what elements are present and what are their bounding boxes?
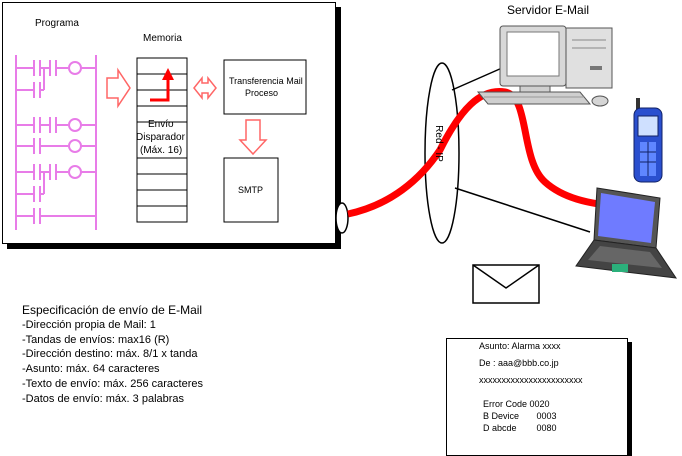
spec-item: -Dirección destino: máx. 8/1 x tanda	[22, 348, 198, 361]
trigger-label-line3: (Máx. 16)	[140, 145, 183, 156]
memory-transfer-double-arrow	[193, 75, 217, 101]
network-port-icon	[335, 202, 349, 234]
mail-data-line: Error Code 0020	[483, 399, 550, 409]
mail-subject: Asunto: Alarma xxxx	[479, 341, 561, 351]
memory-label: Memoria	[143, 33, 182, 44]
email-spec-block: Especificación de envío de E-Mail -Direc…	[22, 303, 203, 407]
transfer-to-smtp-arrow	[238, 119, 268, 156]
mail-data-line: B Device 0003	[483, 411, 557, 421]
spec-item: -Texto de envío: máx. 256 caracteres	[22, 377, 203, 390]
program-label: Programa	[35, 18, 79, 29]
spec-title: Especificación de envío de E-Mail	[22, 303, 203, 317]
spec-item: -Dirección propia de Mail: 1	[22, 318, 156, 331]
transfer-label-line1: Transferencia Mail	[229, 76, 303, 86]
network-label: Red - IP	[432, 125, 444, 162]
ip-network-ellipse	[424, 62, 460, 244]
spec-item: -Tandas de envíos: max16 (R)	[22, 333, 170, 346]
transfer-process-box	[223, 59, 307, 115]
trigger-label-line2: Disparador	[136, 132, 185, 143]
server-label: Servidor E-Mail	[507, 3, 590, 17]
program-to-memory-arrow	[106, 67, 131, 109]
mail-from: De : aaa@bbb.co.jp	[479, 358, 559, 368]
trigger-label-line1: Envío	[148, 119, 174, 130]
server-link-line	[451, 67, 503, 91]
mail-flow-red-arrow	[347, 88, 623, 218]
spec-item: -Asunto: máx. 64 caracteres	[22, 363, 160, 376]
mail-data-line: D abcde 0080	[483, 423, 557, 433]
mail-body-line: xxxxxxxxxxxxxxxxxxxxxxx	[479, 375, 583, 385]
memory-stack	[136, 57, 188, 223]
envelope-icon	[472, 264, 540, 304]
transfer-label-line2: Proceso	[245, 88, 279, 98]
laptop-icon	[575, 187, 678, 279]
server-computer-icon	[476, 25, 613, 107]
ladder-program-icon	[15, 55, 97, 230]
mobile-phone-icon	[633, 98, 663, 183]
smtp-box	[223, 157, 279, 223]
mail-example-box: Asunto: Alarma xxxx De : aaa@bbb.co.jp x…	[446, 338, 628, 456]
spec-item: -Datos de envío: máx. 3 palabras	[22, 392, 185, 405]
smtp-label: SMTP	[238, 185, 264, 195]
memory-red-arrow	[150, 68, 174, 102]
laptop-link-line	[454, 187, 591, 233]
